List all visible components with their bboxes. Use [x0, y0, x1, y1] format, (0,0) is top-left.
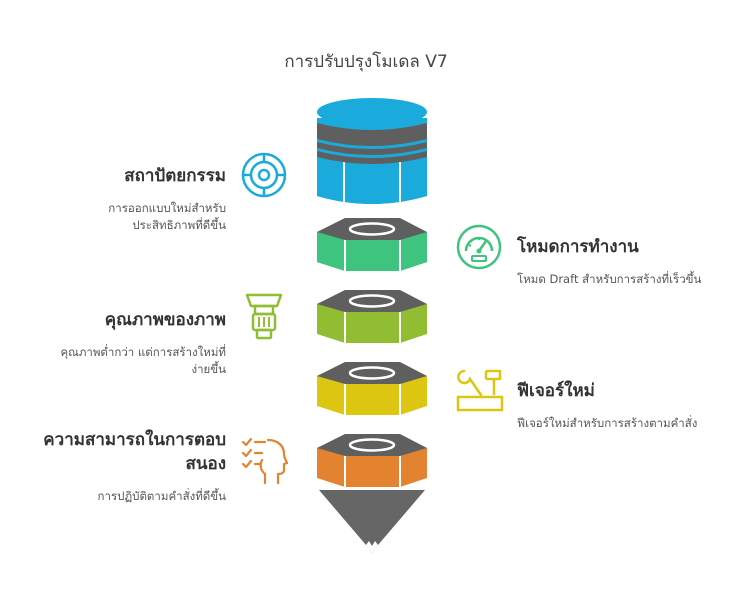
segment-mode [317, 218, 427, 271]
page-title: การปรับปรุงโมเดล V7 [284, 52, 448, 72]
checklist-head-icon [241, 437, 288, 485]
quality-description: คุณภาพต่ำกว่า แต่การสร้างใหม่ที่ง่ายขึ้น [60, 345, 226, 376]
features-title: ฟีเจอร์ใหม่ [517, 381, 595, 401]
architecture-title: สถาปัตยกรรม [124, 166, 226, 186]
responsiveness-title: ความสามารถในการตอบสนอง [43, 430, 226, 474]
segment-responsiveness [317, 434, 427, 553]
features-description: ฟีเจอร์ใหม่สำหรับการสร้างตามคำสั่ง [517, 416, 698, 430]
responsiveness-description: การปฏิบัติตามคำสั่งที่ดีขึ้น [97, 489, 226, 503]
tools-icon [456, 369, 504, 412]
target-icon [241, 152, 287, 198]
lens-icon [245, 293, 283, 340]
segment-architecture [317, 98, 427, 204]
quality-title: คุณภาพของภาพ [104, 310, 226, 330]
segment-quality [317, 290, 427, 343]
mode-title: โหมดการทำงาน [517, 237, 639, 257]
segment-features [317, 362, 427, 415]
speedometer-icon [456, 224, 502, 270]
mode-description: โหมด Draft สำหรับการสร้างที่เร็วขึ้น [517, 272, 702, 286]
architecture-description: การออกแบบใหม่สำหรับประสิทธิภาพที่ดีขึ้น [108, 201, 226, 232]
